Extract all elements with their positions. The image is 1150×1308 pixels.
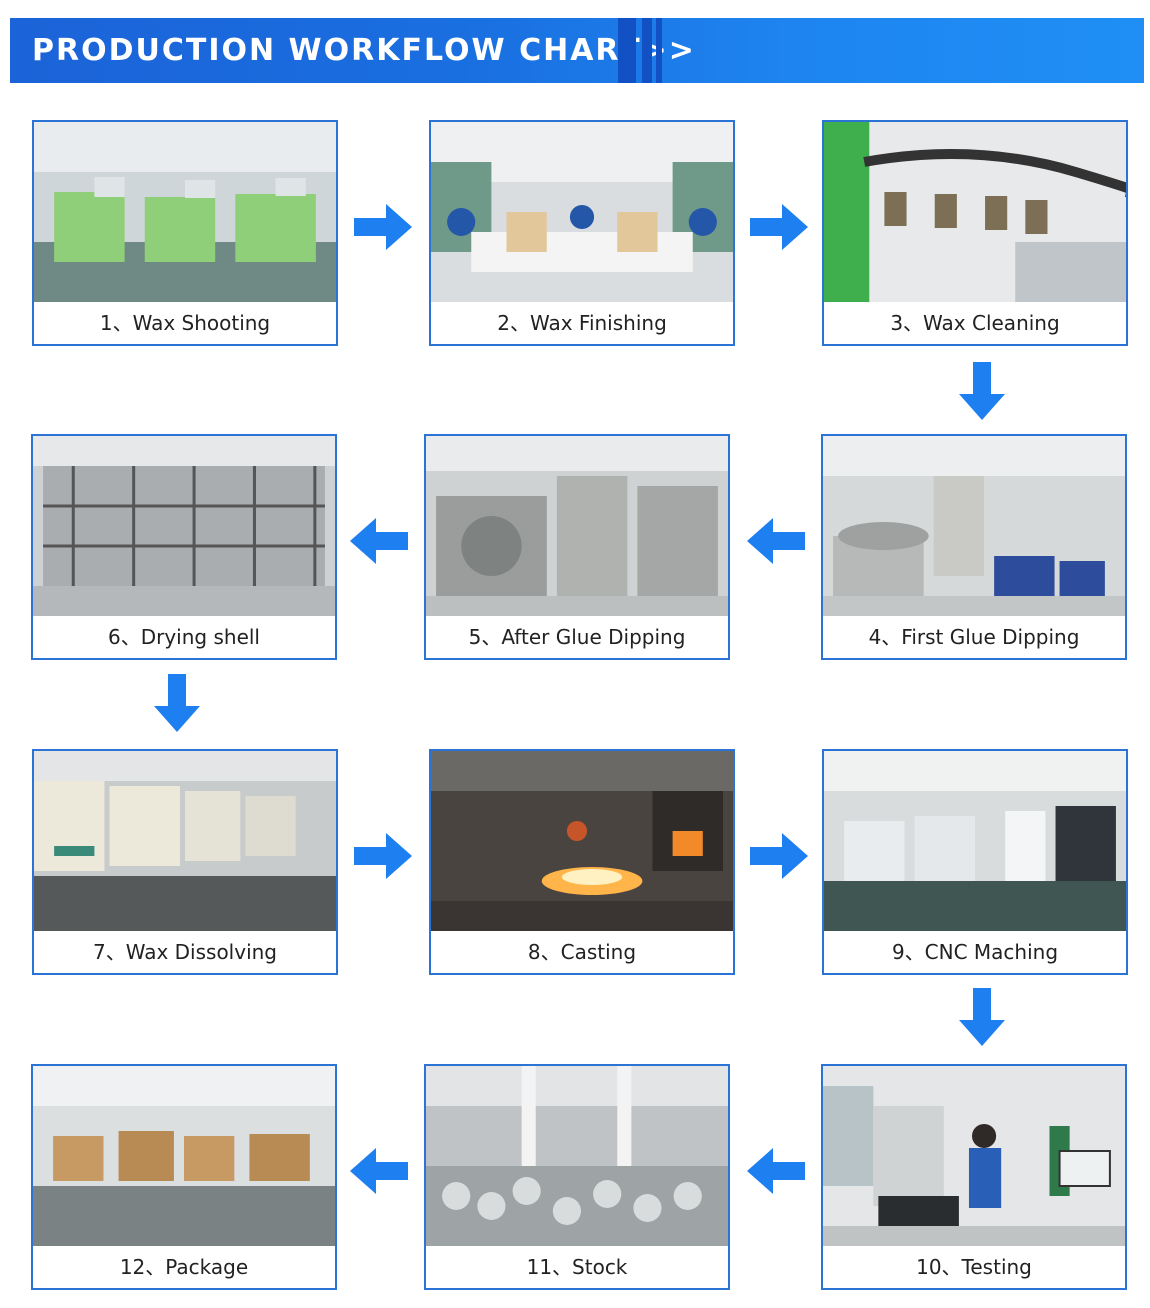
step-photo-wax-dissolving <box>34 751 336 931</box>
step-photo-wax-cleaning <box>824 122 1126 302</box>
arrow-right-icon <box>352 196 414 258</box>
arrow-left-icon <box>348 1140 410 1202</box>
step-card-6: 6、Drying shell <box>31 434 337 660</box>
step-caption: 7、Wax Dissolving <box>34 931 336 973</box>
banner-stripe <box>642 18 652 83</box>
step-photo-casting <box>431 751 733 931</box>
step-caption: 2、Wax Finishing <box>431 302 733 344</box>
step-photo-after-glue-dipping <box>426 436 728 616</box>
arrow-down-icon <box>146 672 208 734</box>
step-photo-testing <box>823 1066 1125 1246</box>
arrow-left-icon <box>745 510 807 572</box>
step-photo-stock <box>426 1066 728 1246</box>
arrow-left-icon <box>348 510 410 572</box>
step-caption: 1、Wax Shooting <box>34 302 336 344</box>
step-card-5: 5、After Glue Dipping <box>424 434 730 660</box>
step-card-1: 1、Wax Shooting <box>32 120 338 346</box>
arrow-right-icon <box>748 196 810 258</box>
arrow-down-icon <box>951 986 1013 1048</box>
step-card-12: 12、Package <box>31 1064 337 1290</box>
step-card-2: 2、Wax Finishing <box>429 120 735 346</box>
step-caption: 9、CNC Maching <box>824 931 1126 973</box>
step-caption: 3、Wax Cleaning <box>824 302 1126 344</box>
step-photo-wax-finishing <box>431 122 733 302</box>
step-caption: 11、Stock <box>426 1246 728 1288</box>
step-photo-drying-shell <box>33 436 335 616</box>
arrow-right-icon <box>352 825 414 887</box>
step-card-11: 11、Stock <box>424 1064 730 1290</box>
step-caption: 10、Testing <box>823 1246 1125 1288</box>
arrow-right-icon <box>748 825 810 887</box>
step-caption: 4、First Glue Dipping <box>823 616 1125 658</box>
step-card-8: 8、Casting <box>429 749 735 975</box>
banner-stripe <box>618 18 636 83</box>
step-card-3: 3、Wax Cleaning <box>822 120 1128 346</box>
step-caption: 12、Package <box>33 1246 335 1288</box>
arrow-left-icon <box>745 1140 807 1202</box>
step-photo-wax-shooting <box>34 122 336 302</box>
step-card-9: 9、CNC Maching <box>822 749 1128 975</box>
step-caption: 8、Casting <box>431 931 733 973</box>
step-photo-first-glue-dipping <box>823 436 1125 616</box>
step-photo-cnc-maching <box>824 751 1126 931</box>
arrow-down-icon <box>951 360 1013 422</box>
banner-stripe <box>656 18 662 83</box>
page-title: PRODUCTION WORKFLOW CHART>> <box>32 33 696 68</box>
step-caption: 5、After Glue Dipping <box>426 616 728 658</box>
step-card-4: 4、First Glue Dipping <box>821 434 1127 660</box>
header-banner: PRODUCTION WORKFLOW CHART>> <box>10 18 1144 83</box>
step-card-10: 10、Testing <box>821 1064 1127 1290</box>
step-photo-package <box>33 1066 335 1246</box>
step-card-7: 7、Wax Dissolving <box>32 749 338 975</box>
step-caption: 6、Drying shell <box>33 616 335 658</box>
